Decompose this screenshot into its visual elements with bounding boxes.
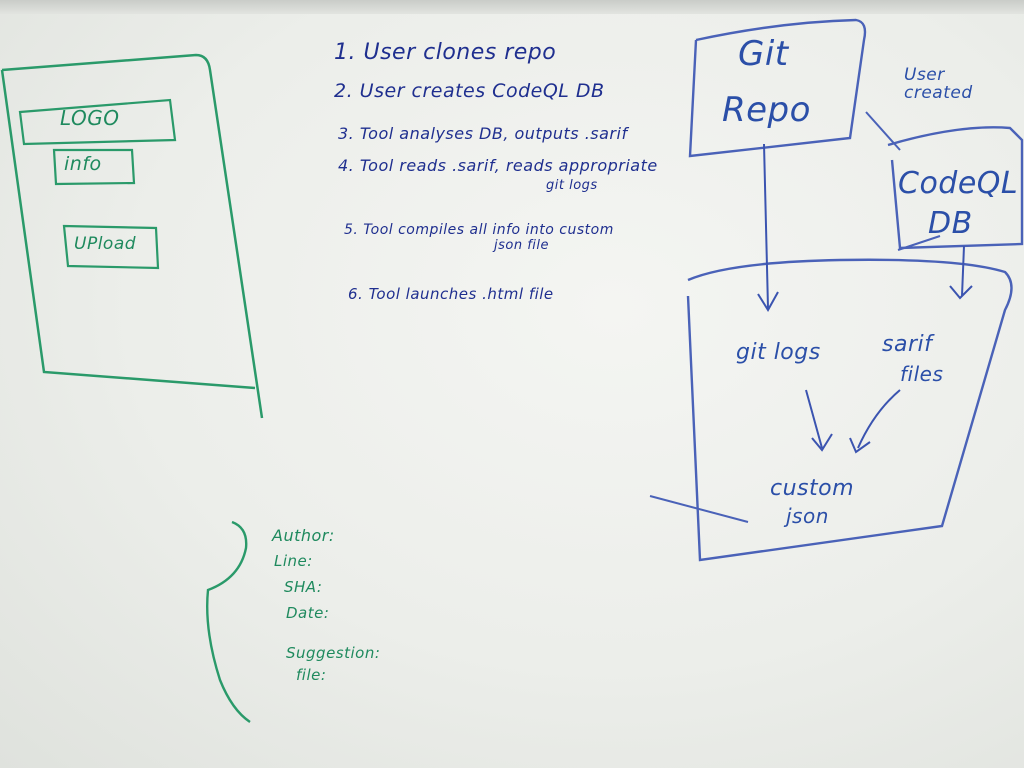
sarif-label-1: sarif bbox=[882, 332, 933, 357]
step-5: 5. Tool compiles all info into custom bbox=[344, 222, 614, 238]
field-line: Line: bbox=[274, 552, 313, 570]
step-1: 1. User clones repo bbox=[334, 40, 557, 65]
custom-json-label-2: json bbox=[786, 504, 829, 528]
codeql-label-2: DB bbox=[928, 206, 973, 241]
git-repo-label-1: Git bbox=[738, 34, 789, 74]
field-date: Date: bbox=[286, 604, 330, 622]
field-file: file: bbox=[296, 666, 327, 684]
info-box bbox=[52, 148, 136, 186]
wireframe-upload-label: UPload bbox=[74, 234, 137, 254]
curly-brace bbox=[206, 520, 251, 723]
logo-box bbox=[18, 98, 177, 146]
step-6: 6. Tool launches .html file bbox=[348, 285, 554, 303]
step-4-continued: git logs bbox=[546, 178, 598, 193]
tool-box bbox=[686, 258, 1013, 562]
step-5-continued: json file bbox=[494, 238, 550, 253]
field-sha: SHA: bbox=[284, 578, 323, 596]
field-suggestion: Suggestion: bbox=[286, 644, 381, 662]
wireframe-logo-label: LOGO bbox=[60, 106, 120, 130]
git-repo-box bbox=[688, 18, 867, 158]
wireframe-info-label: info bbox=[64, 153, 102, 175]
field-author: Author: bbox=[272, 526, 335, 545]
custom-json-label-1: custom bbox=[770, 476, 855, 501]
wireframe-outline bbox=[1, 53, 264, 419]
whiteboard-frame bbox=[0, 0, 1024, 14]
codeql-label-1: CodeQL bbox=[898, 166, 1019, 201]
upload-box bbox=[62, 224, 160, 270]
codeql-box bbox=[887, 126, 1024, 250]
user-created-label: User created bbox=[904, 65, 973, 103]
sarif-label-2: files bbox=[900, 362, 944, 386]
git-repo-label-2: Repo bbox=[722, 90, 811, 130]
git-logs-label: git logs bbox=[736, 340, 821, 365]
step-4: 4. Tool reads .sarif, reads appropriate bbox=[338, 156, 658, 175]
step-3: 3. Tool analyses DB, outputs .sarif bbox=[338, 124, 628, 143]
step-2: 2. User creates CodeQL DB bbox=[334, 80, 605, 102]
